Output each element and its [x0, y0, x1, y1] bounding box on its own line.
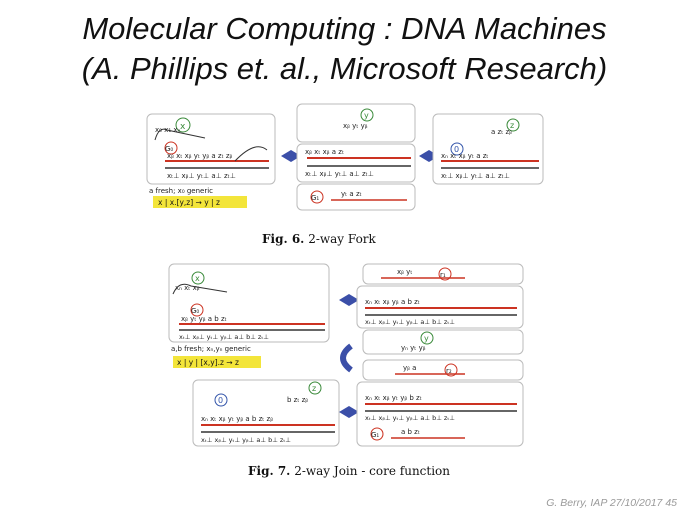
fig6-panel-right: z a zₜ zᵦ 0 xₙ xₜ xᵦ yₜ a zₜ xₜ⊥ xᵦ⊥ yₜ⊥…	[432, 113, 544, 185]
fig7-r1: r₁	[440, 271, 446, 279]
fig6-note: a fresh; x₀ generic	[149, 187, 213, 195]
svg-text:xᵦ xₜ xᵦ a zₜ: xᵦ xₜ xᵦ a zₜ	[305, 148, 344, 156]
fig6-circle-x: x	[180, 122, 186, 132]
fig7-lower-strand: a b zₜ	[401, 428, 420, 436]
fig6-caption-text: 2-way Fork	[308, 232, 376, 246]
fig7-panel-left-top: x xₙ xₜ xᵦ G₀ xᵦ yₜ yᵦ a b zₜ xₜ⊥ xᵦ⊥ yₜ…	[168, 263, 330, 343]
fig6-caption-label: Fig. 6.	[262, 232, 305, 246]
fig7-gate2-label: G₁	[371, 431, 379, 439]
fig7-note: a,b fresh; xₙ,yₙ generic	[171, 345, 251, 353]
fig7-panel-right-3: y yₙ yₜ yᵦ	[362, 329, 524, 355]
fig6-gate2-label: G₁	[311, 194, 319, 202]
fig7-panel-right-4: yᵦ a r₂	[362, 359, 524, 381]
svg-text:xᵦ yₜ yᵦ a b zₜ: xᵦ yₜ yᵦ a b zₜ	[181, 315, 227, 323]
fig7-top-r1: xᵦ yₜ	[397, 268, 412, 276]
fig7-circle-0: 0	[218, 396, 223, 405]
fig7-circle-y: y	[424, 334, 429, 343]
fig7-caption: Fig. 7. 2-way Join - core function	[248, 464, 450, 478]
fig7-circle-x: x	[195, 274, 200, 283]
fig6-circle-y: y	[364, 111, 369, 120]
fig6-lower-strand: yₜ a zₜ	[341, 190, 362, 198]
fig7-panel-right-5: xₙ xₜ xᵦ yₜ yᵦ b zₜ xₜ⊥ xᵦ⊥ yₜ⊥ yᵦ⊥ a⊥ b…	[356, 381, 524, 447]
fig7-caption-text: 2-way Join - core function	[294, 464, 451, 478]
fig6-top-y: xᵦ yₜ yᵦ	[343, 122, 368, 130]
fig6-panel-middle: y xᵦ yₜ yᵦ xᵦ xₜ xᵦ a zₜ xₜ⊥ xᵦ⊥ yₜ⊥ a⊥ …	[296, 103, 416, 211]
fig7-circle-z: z	[312, 384, 316, 393]
svg-text:xₙ xₜ xᵦ yₜ yᵦ b zₜ: xₙ xₜ xᵦ yₜ yᵦ b zₜ	[365, 394, 422, 402]
svg-text:xₜ⊥ xᵦ⊥ yₜ⊥ yᵦ⊥ a⊥ b⊥ zₜ⊥: xₜ⊥ xᵦ⊥ yₜ⊥ yᵦ⊥ a⊥ b⊥ zₜ⊥	[365, 318, 455, 326]
fig7-strand-labels: xₙ xₜ xᵦ yₜ yᵦ a b zₜ zᵦ	[201, 415, 273, 423]
fig7-panel-left-bottom: 0 z b zₜ zᵦ xₙ xₜ xᵦ yₜ yᵦ a b zₜ zᵦ xₜ⊥…	[192, 379, 340, 447]
fig6-double-arrow	[281, 150, 301, 162]
svg-text:b zₜ zᵦ: b zₜ zᵦ	[287, 396, 308, 404]
fig6-caption: Fig. 6. 2-way Fork	[262, 232, 376, 246]
svg-text:xₙ xₜ xᵦ: xₙ xₜ xᵦ	[175, 284, 200, 292]
fig7-panel-right-2: xₙ xₜ xᵦ yᵦ a b zₜ xₜ⊥ xᵦ⊥ yₜ⊥ yᵦ⊥ a⊥ b⊥…	[356, 285, 524, 329]
fig7-arrow-top	[339, 294, 359, 306]
slide-title-line2: (A. Phillips et. al., Microsoft Research…	[81, 51, 608, 86]
fig7-arrow-bottom	[339, 406, 359, 418]
svg-text:yₙ yₜ yᵦ: yₙ yₜ yᵦ	[401, 344, 426, 352]
fig7-r2: r₂	[446, 367, 452, 375]
fig6-panel-left: x x₀ x₁ xₙ G₀ xᵦ xₜ xᵦ yₜ yᵦ a zₜ zᵦ xₜ⊥…	[146, 113, 276, 185]
svg-text:x₀ x₁ xₙ: x₀ x₁ xₙ	[155, 126, 180, 134]
slide-title-line1: Molecular Computing : DNA Machines	[82, 11, 607, 46]
fig6-strand-labels: xᵦ xₜ xᵦ yₜ yᵦ a zₜ zᵦ	[167, 152, 233, 160]
fig7-gate-label: G₀	[191, 307, 199, 315]
fig7-arrow-curved	[340, 343, 353, 373]
svg-text:xₜ⊥ xᵦ⊥ yₜ⊥ yᵦ⊥ a⊥ b⊥ zₜ⊥: xₜ⊥ xᵦ⊥ yₜ⊥ yᵦ⊥ a⊥ b⊥ zₜ⊥	[365, 414, 455, 422]
fig7-diagram: x xₙ xₜ xᵦ G₀ xᵦ yₜ yᵦ a b zₜ xₜ⊥ xᵦ⊥ yₜ…	[168, 263, 524, 447]
fig7-formula: x | y | [x,y].z → z	[177, 358, 239, 367]
fig6-complement-labels: xₜ⊥ xᵦ⊥ yₜ⊥ a⊥ zₜ⊥	[167, 172, 236, 180]
fig7-panel-right-1: xᵦ yₜ r₁	[362, 263, 524, 285]
fig6-formula: x | x.[y,z] → y | z	[158, 198, 220, 207]
fig6-gate-label: G₀	[165, 145, 173, 153]
svg-text:xₜ⊥ xᵦ⊥ yₜ⊥ yᵦ⊥ a⊥ b⊥ zₜ⊥: xₜ⊥ xᵦ⊥ yₜ⊥ yᵦ⊥ a⊥ b⊥ zₜ⊥	[201, 436, 291, 444]
fig6-circle-z: z	[510, 121, 514, 130]
fig7-caption-label: Fig. 7.	[248, 464, 291, 478]
fig6-top-z: a zₜ zᵦ	[491, 128, 512, 136]
svg-text:xₙ xₜ xᵦ yₜ a zₜ: xₙ xₜ xᵦ yₜ a zₜ	[441, 152, 488, 160]
fig7-complement-labels: xₜ⊥ xᵦ⊥ yₜ⊥ yᵦ⊥ a⊥ b⊥ zₜ⊥	[179, 333, 269, 341]
svg-text:xₜ⊥ xᵦ⊥ yₜ⊥ a⊥ zₜ⊥: xₜ⊥ xᵦ⊥ yₜ⊥ a⊥ zₜ⊥	[441, 172, 510, 180]
slide-footer: G. Berry, IAP 27/10/2017 45	[546, 497, 677, 509]
svg-text:xₜ⊥ xᵦ⊥ yₜ⊥ a⊥ zₜ⊥: xₜ⊥ xᵦ⊥ yₜ⊥ a⊥ zₜ⊥	[305, 170, 374, 178]
fig6-diagram: x x₀ x₁ xₙ G₀ xᵦ xₜ xᵦ yₜ yᵦ a zₜ zᵦ xₜ⊥…	[146, 103, 544, 211]
svg-text:xₙ xₜ xᵦ yᵦ a b zₜ: xₙ xₜ xᵦ yᵦ a b zₜ	[365, 298, 420, 306]
fig6-circle-0: 0	[454, 145, 459, 154]
fig7-top-r2: yᵦ a	[403, 364, 416, 372]
